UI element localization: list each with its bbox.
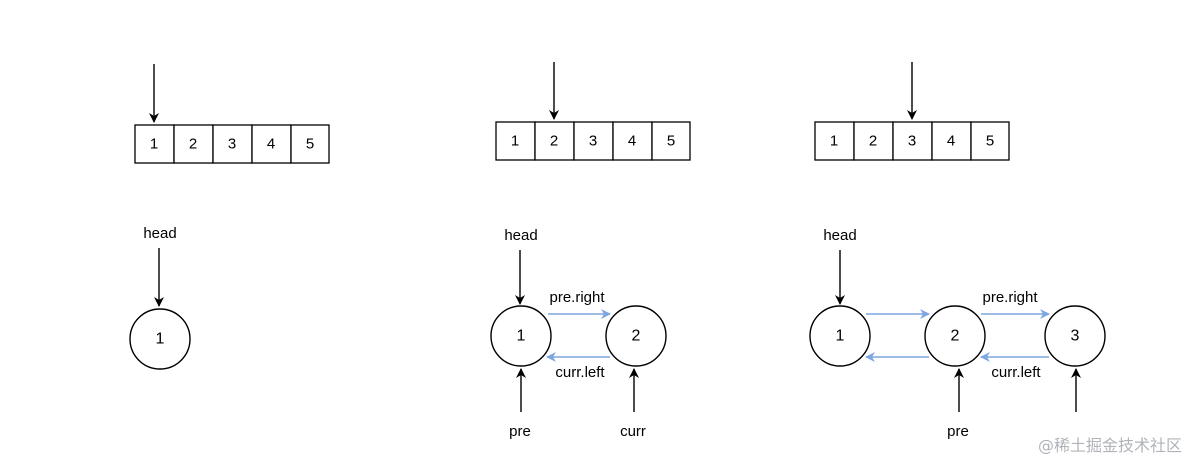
array-cell	[853, 121, 894, 161]
list-node-value: 1	[517, 328, 526, 345]
array-cell-value: 5	[306, 136, 314, 153]
list-node	[809, 305, 871, 367]
array-cell-value: 3	[589, 133, 597, 150]
panel-2: 1 2 3 4 5 head 1 2 pre.right curr.left p…	[490, 62, 691, 440]
array-cell-value: 4	[628, 133, 636, 150]
array-cell	[534, 121, 575, 161]
list-node-value: 2	[632, 328, 641, 345]
list-node	[605, 305, 667, 367]
array-cell	[495, 121, 536, 161]
array-cell-value: 4	[267, 136, 275, 153]
array-cell-value: 5	[986, 133, 994, 150]
array: 1 2 3 4 5	[814, 121, 1010, 161]
array-cell-value: 1	[830, 133, 838, 150]
array-cell	[970, 121, 1010, 161]
head-label: head	[504, 227, 537, 244]
list-node-value: 3	[1071, 328, 1080, 345]
array-cell-value: 2	[869, 133, 877, 150]
watermark: @稀土掘金技术社区	[1037, 436, 1182, 455]
pre-right-label: pre.right	[549, 289, 605, 306]
array-cell	[651, 121, 691, 161]
list-node-value: 1	[156, 331, 165, 348]
list-node	[490, 305, 552, 367]
array-cell	[892, 121, 933, 161]
array-cell-value: 4	[947, 133, 955, 150]
pre-label: pre	[509, 423, 531, 440]
array-cell-value: 3	[228, 136, 236, 153]
curr-label: curr	[620, 423, 646, 440]
array-cell-value: 3	[908, 133, 916, 150]
array-cell-value: 5	[667, 133, 675, 150]
array-cell	[573, 121, 614, 161]
array-cell-value: 1	[511, 133, 519, 150]
panel-3: 1 2 3 4 5 head 1 2 3 pre.right curr.left…	[809, 62, 1106, 440]
array: 1 2 3 4 5	[134, 124, 330, 164]
list-node-value: 1	[836, 328, 845, 345]
array-cell-value: 2	[189, 136, 197, 153]
array-cell	[290, 124, 330, 164]
list-node	[924, 305, 986, 367]
list-node-value: 2	[951, 328, 960, 345]
head-label: head	[143, 225, 176, 242]
pre-right-label: pre.right	[982, 289, 1038, 306]
curr-left-label: curr.left	[555, 364, 605, 381]
list-node	[1044, 305, 1106, 367]
list-node	[129, 308, 191, 370]
array-cell-value: 2	[550, 133, 558, 150]
array-cell	[212, 124, 253, 164]
array-cell-value: 1	[150, 136, 158, 153]
pre-label: pre	[947, 423, 969, 440]
array-cell	[173, 124, 214, 164]
panel-1: 1 2 3 4 5 head 1	[129, 64, 330, 370]
curr-left-label: curr.left	[991, 364, 1041, 381]
head-label: head	[823, 227, 856, 244]
array-cell	[612, 121, 653, 161]
array: 1 2 3 4 5	[495, 121, 691, 161]
